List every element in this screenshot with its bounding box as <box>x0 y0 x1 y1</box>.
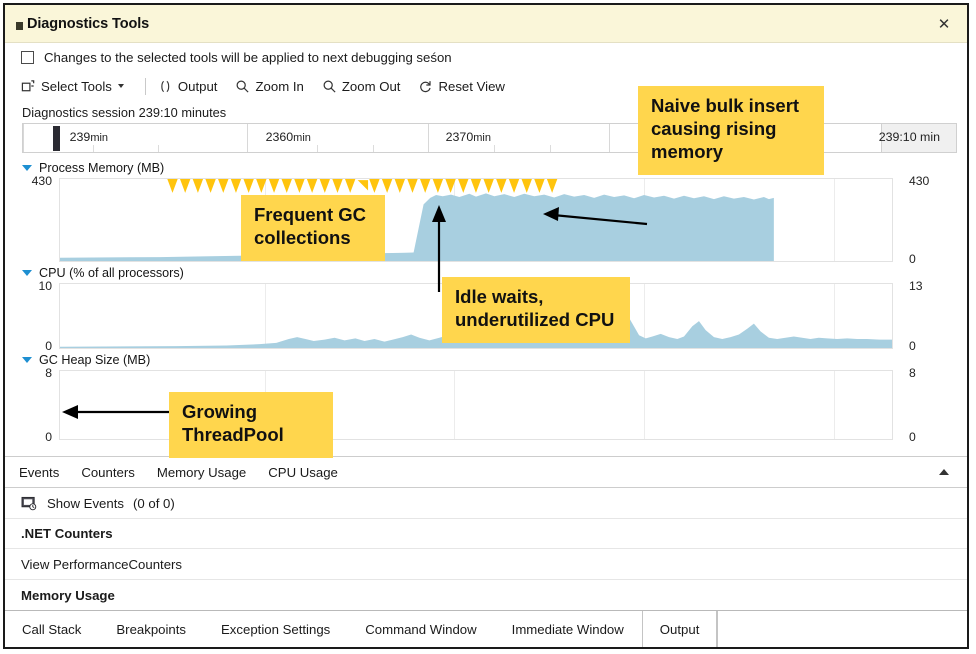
y-right-top-label: 13 <box>909 279 923 293</box>
detail-panel: Show Events (0 of 0) .NET Counters View … <box>5 488 967 610</box>
idle-waits-arrow <box>432 205 446 292</box>
footer-tab-immediate-window[interactable]: Immediate Window <box>511 621 624 637</box>
callout-frequent-gc: Frequent GC collections <box>241 195 385 261</box>
zoom-in-button[interactable]: Zoom In <box>235 74 312 98</box>
y-right-bottom-label: 0 <box>909 252 916 266</box>
tab-counters[interactable]: Counters <box>81 464 135 480</box>
reset-view-icon <box>418 79 433 94</box>
title-bar: Diagnostics Tools ✕ <box>5 5 967 43</box>
graph-section-gc-heap-size: GC Heap Size (MB) 8 0 8 0 <box>5 349 967 444</box>
toolbar-separator <box>144 77 146 95</box>
y-right-bottom-label: 0 <box>909 430 916 444</box>
footer-tab-output[interactable]: Output <box>641 611 718 647</box>
y-top-label: 430 <box>31 174 52 188</box>
callout-idle-waits: Idle waits, underutilized CPU <box>442 277 630 343</box>
zoom-in-icon <box>235 79 250 94</box>
gc-heap-size-y-axis: 8 0 <box>22 366 59 444</box>
window-icon <box>16 22 23 30</box>
timeline-cursor[interactable] <box>52 126 60 151</box>
ruler-label-1: 2360min <box>265 130 311 144</box>
y-bottom-label: 0 <box>45 339 52 353</box>
show-events-count: (0 of 0) <box>132 495 175 511</box>
footer-tab-exception-settings[interactable]: Exception Settings <box>221 621 331 637</box>
apply-next-session-label: Changes to the selected tools will be ap… <box>44 49 452 65</box>
show-events-label: Show Events <box>47 495 124 511</box>
zoom-out-button[interactable]: Zoom Out <box>322 74 410 98</box>
process-memory-title: Process Memory (MB) <box>39 160 165 175</box>
net-counters-row: .NET Counters <box>5 519 967 549</box>
gc-heap-size-header: GC Heap Size (MB) <box>5 349 967 370</box>
process-memory-header: Process Memory (MB) <box>5 157 967 178</box>
show-events-row[interactable]: Show Events (0 of 0) <box>5 488 967 519</box>
footer-tab-command-window[interactable]: Command Window <box>365 621 477 637</box>
footer-tab-breakpoints[interactable]: Breakpoints <box>116 621 187 637</box>
output-button[interactable]: Output <box>158 74 227 98</box>
footer-tab-strip: Call Stack Breakpoints Exception Setting… <box>5 610 967 647</box>
naive-insert-arrow <box>543 207 648 226</box>
apply-next-session-checkbox[interactable] <box>21 50 34 64</box>
cpu-right-axis: 13 0 <box>893 279 967 353</box>
y-top-label: 8 <box>45 366 52 380</box>
ruler-label-2: 2370min <box>445 130 491 144</box>
process-memory-plot[interactable] <box>59 178 893 262</box>
select-tools-icon <box>21 79 36 94</box>
process-memory-area <box>60 193 774 261</box>
detail-tab-bar: Events Counters Memory Usage CPU Usage <box>5 456 967 488</box>
y-bottom-label: 0 <box>45 430 52 444</box>
tab-events[interactable]: Events <box>19 464 60 480</box>
footer-tab-call-stack[interactable]: Call Stack <box>22 621 82 637</box>
select-tools-button[interactable]: Select Tools <box>21 74 133 98</box>
session-duration-text: Diagnostics session 239:10 minutes <box>22 104 227 120</box>
window-title: Diagnostics Tools <box>27 15 150 32</box>
process-memory-y-axis: 430 <box>22 174 59 262</box>
collapse-triangle-icon[interactable] <box>22 164 32 171</box>
growing-threadpool-arrow <box>62 405 181 419</box>
y-right-top-label: 8 <box>909 366 916 380</box>
ruler-end-region <box>881 124 956 152</box>
ruler-end-label: 239:10 min <box>878 130 940 144</box>
footer-tab-filler <box>717 611 967 647</box>
reset-view-button[interactable]: Reset View <box>418 74 513 98</box>
callout-naive-bulk-insert: Naive bulk insert causing rising memory <box>638 86 824 175</box>
cpu-area <box>60 312 892 348</box>
ruler-label-0: 239min <box>69 130 109 144</box>
toolbar: Select Tools Output Zoom In Zoom Out <box>5 71 967 101</box>
reset-view-label: Reset View <box>438 78 505 94</box>
diagnostics-tools-window: Diagnostics Tools ✕ Changes to the selec… <box>3 3 969 649</box>
show-events-icon <box>21 496 38 511</box>
tab-cpu-usage[interactable]: CPU Usage <box>268 464 338 480</box>
cpu-y-axis: 10 0 <box>22 279 59 353</box>
memory-usage-row: Memory Usage <box>21 587 115 603</box>
y-top-label: 10 <box>38 279 52 293</box>
cpu-title: CPU (% of all processors) <box>39 265 184 280</box>
gc-heap-size-right-axis: 8 0 <box>893 366 967 444</box>
zoom-out-icon <box>322 79 337 94</box>
callout-growing-threadpool: Growing ThreadPool <box>169 392 333 458</box>
y-right-top-label: 430 <box>909 174 930 188</box>
tab-memory-usage[interactable]: Memory Usage <box>156 464 247 480</box>
graph-section-process-memory: Process Memory (MB) 430 <box>5 157 967 266</box>
chevron-up-icon[interactable] <box>939 469 949 475</box>
select-tools-label: Select Tools <box>41 78 112 94</box>
output-label: Output <box>177 78 218 94</box>
process-memory-right-axis: 430 0 <box>893 174 967 266</box>
zoom-in-label: Zoom In <box>255 78 304 94</box>
view-performance-counters-row[interactable]: View PerformanceCounters <box>5 549 967 580</box>
cpu-header: CPU (% of all processors) <box>5 262 967 283</box>
collapse-triangle-icon[interactable] <box>22 269 32 276</box>
close-icon[interactable]: ✕ <box>937 15 951 33</box>
options-row: Changes to the selected tools will be ap… <box>5 43 967 71</box>
output-icon <box>158 79 173 94</box>
y-right-bottom-label: 0 <box>909 339 916 353</box>
collapse-triangle-icon[interactable] <box>22 356 32 363</box>
chevron-down-icon[interactable] <box>117 84 124 88</box>
zoom-out-label: Zoom Out <box>341 78 401 94</box>
gc-heap-size-title: GC Heap Size (MB) <box>39 352 151 367</box>
